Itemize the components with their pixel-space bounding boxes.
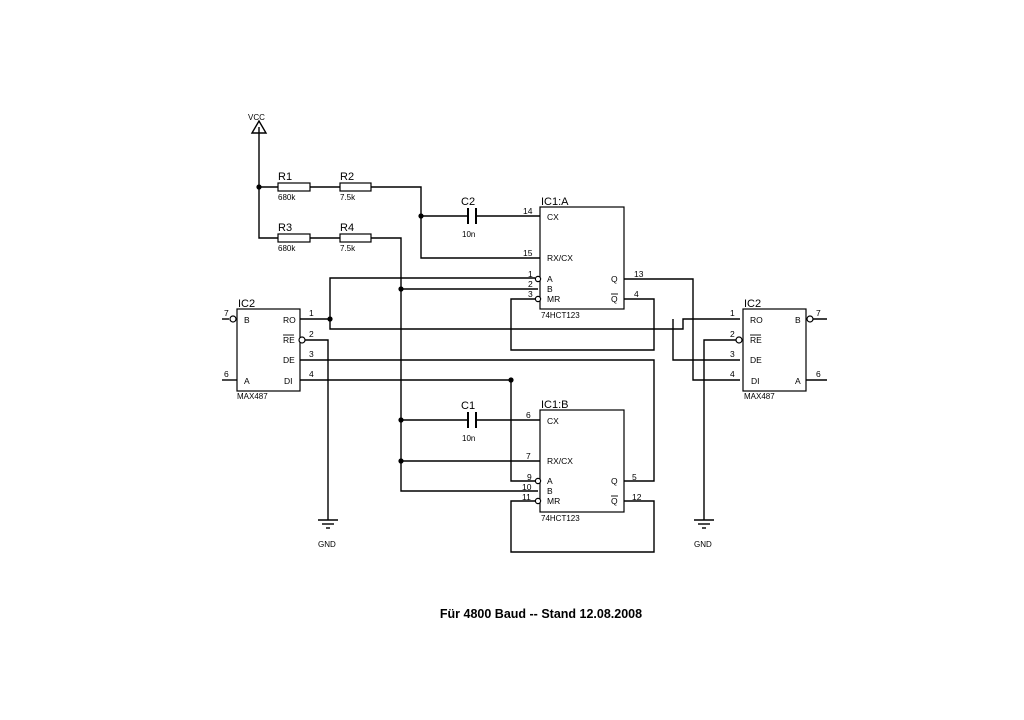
r2-value: 7.5k bbox=[340, 193, 356, 202]
ic2-right-num-re: 2 bbox=[730, 329, 735, 339]
r4-value: 7.5k bbox=[340, 244, 356, 253]
ic1b-num-rxcx: 7 bbox=[526, 451, 531, 461]
ic2-left-num-de: 3 bbox=[309, 349, 314, 359]
ic2-left-part: MAX487 bbox=[237, 392, 268, 401]
gnd-left-label: GND bbox=[318, 540, 336, 549]
ic1a-pin-cx: CX bbox=[547, 212, 559, 222]
ic1b-num-mr: 11 bbox=[522, 492, 531, 502]
ic1b-pin-a: A bbox=[547, 476, 553, 486]
gnd-right-label: GND bbox=[694, 540, 712, 549]
wires bbox=[222, 133, 827, 553]
ic1a-num-qbar: 4 bbox=[634, 289, 639, 299]
ic2-right-ref: IC2 bbox=[744, 298, 761, 310]
ic2-left-num-di: 4 bbox=[309, 369, 314, 379]
capacitor-c2: C2 10n bbox=[461, 196, 477, 239]
junction-dots bbox=[256, 184, 514, 464]
ic2-right-pin-ro: RO bbox=[750, 315, 763, 325]
ic2-right-pin-di: DI bbox=[751, 376, 760, 386]
ic2-left-pin-ro: RO bbox=[283, 315, 296, 325]
ic1a-num-b: 2 bbox=[528, 279, 533, 289]
ic1b-pin-b: B bbox=[547, 486, 553, 496]
c1-ref: C1 bbox=[461, 400, 475, 412]
ground-right: GND bbox=[694, 519, 714, 549]
ic1b-monoflop: IC1:B 74HCT123 CX RX/CX A B MR Q Q 6 7 9… bbox=[522, 399, 642, 523]
ic1a-part: 74HCT123 bbox=[541, 311, 580, 320]
ic2-left-pin-a: A bbox=[244, 376, 250, 386]
ic1b-num-b: 10 bbox=[522, 482, 532, 492]
ic2-right-num-de: 3 bbox=[730, 349, 735, 359]
ic1b-pin-rxcx: RX/CX bbox=[547, 456, 573, 466]
ic1a-pin-a: A bbox=[547, 274, 553, 284]
ic2-right-pin-re: RE bbox=[750, 335, 762, 345]
ic1b-pin-q: Q bbox=[611, 476, 618, 486]
ic2-left-num-b: 7 bbox=[224, 308, 229, 318]
ic1a-pin-q: Q bbox=[611, 274, 618, 284]
c2-ref: C2 bbox=[461, 196, 475, 208]
resistor-r3: R3 680k bbox=[277, 222, 311, 253]
ic2-right-part: MAX487 bbox=[744, 392, 775, 401]
ic1a-monoflop: IC1:A 74HCT123 CX RX/CX A B MR Q Q 14 15… bbox=[523, 196, 644, 320]
ic2-right-pin-de: DE bbox=[750, 355, 762, 365]
ic1a-pin-qbar: Q bbox=[611, 294, 618, 304]
ic2-left-transceiver: IC2 MAX487 B A RO RE DE DI 7 6 1 2 3 4 bbox=[224, 298, 314, 401]
ic2-right-num-b: 7 bbox=[816, 308, 821, 318]
r3-ref: R3 bbox=[278, 222, 292, 234]
ic2-left-pin-de: DE bbox=[283, 355, 295, 365]
vcc-label: VCC bbox=[248, 113, 265, 122]
c1-value: 10n bbox=[462, 434, 475, 443]
c2-value: 10n bbox=[462, 230, 475, 239]
ic1b-ref: IC1:B bbox=[541, 399, 569, 411]
r3-value: 680k bbox=[278, 244, 296, 253]
ground-left: GND bbox=[318, 519, 338, 549]
ic1a-num-rxcx: 15 bbox=[523, 248, 533, 258]
ic1b-num-q: 5 bbox=[632, 472, 637, 482]
ic2-right-num-ro: 1 bbox=[730, 308, 735, 318]
ic2-left-pin-b: B bbox=[244, 315, 250, 325]
ic1b-pin-qbar: Q bbox=[611, 496, 618, 506]
ic1b-num-a: 9 bbox=[527, 472, 532, 482]
ic1a-num-q: 13 bbox=[634, 269, 644, 279]
ic1a-pin-rxcx: RX/CX bbox=[547, 253, 573, 263]
ic2-left-num-ro: 1 bbox=[309, 308, 314, 318]
ic2-left-num-re: 2 bbox=[309, 329, 314, 339]
resistor-r4: R4 7.5k bbox=[339, 222, 372, 253]
ic2-right-num-di: 4 bbox=[730, 369, 735, 379]
ic2-left-pin-re: RE bbox=[283, 335, 295, 345]
ic1b-part: 74HCT123 bbox=[541, 514, 580, 523]
ic1b-pin-cx: CX bbox=[547, 416, 559, 426]
r2-ref: R2 bbox=[340, 171, 354, 183]
ic2-left-ref: IC2 bbox=[238, 298, 255, 310]
ic2-left-num-a: 6 bbox=[224, 369, 229, 379]
r1-ref: R1 bbox=[278, 171, 292, 183]
r4-ref: R4 bbox=[340, 222, 354, 234]
ic1a-num-a: 1 bbox=[528, 269, 533, 279]
ic2-right-num-a: 6 bbox=[816, 369, 821, 379]
ic1a-num-cx: 14 bbox=[523, 206, 533, 216]
ic2-right-pin-a: A bbox=[795, 376, 801, 386]
caption: Für 4800 Baud -- Stand 12.08.2008 bbox=[440, 607, 642, 621]
ic1b-pin-mr: MR bbox=[547, 496, 560, 506]
capacitor-c1: C1 10n bbox=[461, 400, 477, 443]
ic1b-num-qbar: 12 bbox=[632, 492, 642, 502]
ic1a-pin-b: B bbox=[547, 284, 553, 294]
resistor-r2: R2 7.5k bbox=[339, 171, 372, 202]
ic1a-num-mr: 3 bbox=[528, 289, 533, 299]
ic2-right-transceiver: IC2 MAX487 RO RE DE DI B A 1 2 3 4 7 6 bbox=[730, 298, 821, 401]
r1-value: 680k bbox=[278, 193, 296, 202]
ic1a-pin-mr: MR bbox=[547, 294, 560, 304]
ic2-left-pin-di: DI bbox=[284, 376, 293, 386]
resistor-r1: R1 680k bbox=[277, 171, 311, 202]
ic1a-ref: IC1:A bbox=[541, 196, 569, 208]
ic2-right-pin-b: B bbox=[795, 315, 801, 325]
ic1b-num-cx: 6 bbox=[526, 410, 531, 420]
vcc-symbol: VCC bbox=[248, 113, 268, 134]
